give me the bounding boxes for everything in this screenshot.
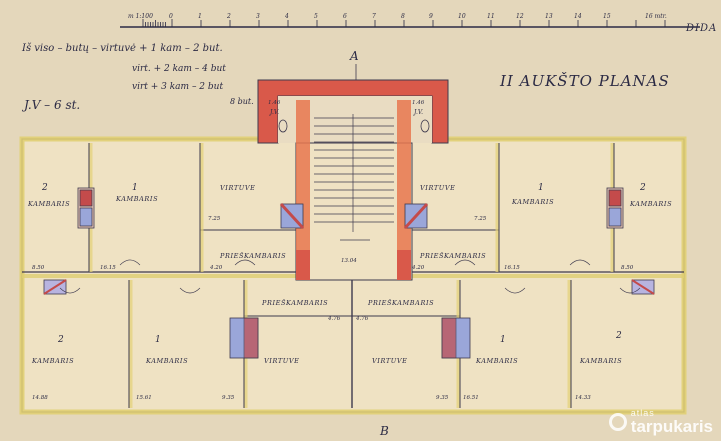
legend-line-2: virt. + 2 kam – 4 but [132,64,226,74]
scale-tick: 0 [169,13,173,20]
room-label: PRIEŠKAMBARIS [261,298,328,307]
watermark-main: tarpukaris [630,417,713,436]
stair-label-right: J.V. [412,109,423,116]
area-label: 9.35 [436,395,449,401]
plan-title: II AUKŠTO PLANAS [500,72,670,90]
room-label: VIRTUVE [264,357,300,365]
area-label: 1.46 [412,100,425,106]
room-label: KAMBARIS [27,200,70,208]
room-number: 1 [155,335,161,345]
area-label: 4.20 [209,265,223,271]
room-number: 1 [538,183,544,193]
legend-line-3: virt + 3 kam – 2 but [132,82,224,92]
watermark: atlas tarpukaris [608,408,713,436]
room-label: KAMBARIS [629,200,672,208]
area-label: 15.61 [136,395,152,401]
area-label: 4.76 [327,316,341,322]
area-label: 4.76 [355,316,369,322]
room-number: 2 [615,331,622,341]
stair-core [257,79,449,281]
room-label: PRIEŠKAMBARIS [419,251,486,260]
scale-tick: 6 [343,13,347,20]
axis-label-bottom: B [379,424,389,438]
room-label: KAMBARIS [579,357,622,365]
room-number: 2 [57,335,64,345]
scale-tick: 15 [603,13,611,20]
stair-label-left: J.V. [268,109,279,116]
scale-tick: 8 [401,13,405,20]
scale-tick: m 1:100 [128,13,153,20]
scale-tick: 10 [458,13,466,20]
axis-label-top: A [349,49,359,63]
area-label: 8.50 [32,265,45,271]
room-label: KAMBARIS [145,357,188,365]
scale-tick: 5 [314,13,318,20]
area-label: 4.20 [411,265,425,271]
area-label: 1.46 [268,100,281,106]
area-label: 14.88 [32,395,48,401]
room-label: KAMBARIS [31,357,74,365]
area-label: 14.33 [575,395,591,401]
watermark-top: atlas [630,408,655,418]
area-label: 16.15 [100,265,116,271]
area-label: 13.04 [341,258,357,264]
scale-tick: 11 [487,13,495,20]
stamp-left: J.V – 6 st. [24,98,81,112]
stove-blocks [43,187,655,359]
room-label: PRIEŠKAMBARIS [219,251,286,260]
watermark-logo-icon [608,413,627,431]
room-label: KAMBARIS [115,195,158,203]
scale-tick: 13 [545,13,553,20]
scale-bar [120,19,700,28]
room-label: VIRTUVE [420,184,456,192]
room-label: PRIEŠKAMBARIS [367,298,434,307]
room-number: 1 [132,183,138,193]
scale-tick: 16 mtr. [645,13,667,20]
room-label: KAMBARIS [475,357,518,365]
area-label: 16.51 [463,395,479,401]
area-label: 9.35 [222,395,235,401]
scale-tick: 9 [429,13,433,20]
scale-tick: 3 [256,13,260,20]
legend-line-1: Iš viso – butų – virtuvė + 1 kam – 2 but… [22,43,223,54]
scale-tick: 14 [574,13,582,20]
legend-total: 8 but. [230,97,254,106]
scale-bar-label: DIDA [685,23,717,34]
room-label: VIRTUVE [372,357,408,365]
room-number: 2 [41,183,48,193]
scale-tick: 4 [284,13,289,20]
door-marks [59,259,641,294]
scale-tick: 7 [372,13,376,20]
scale-tick: 2 [226,13,231,20]
scale-tick: 12 [516,13,524,20]
room-label: VIRTUVE [220,184,256,192]
scale-tick: 1 [198,13,202,20]
room-number: 2 [639,183,646,193]
area-label: 16.15 [504,265,520,271]
room-number: 1 [500,335,506,345]
room-label: KAMBARIS [511,198,554,206]
area-label: 8.50 [621,265,634,271]
area-label: 7.25 [474,216,487,222]
area-label: 7.25 [208,216,221,222]
